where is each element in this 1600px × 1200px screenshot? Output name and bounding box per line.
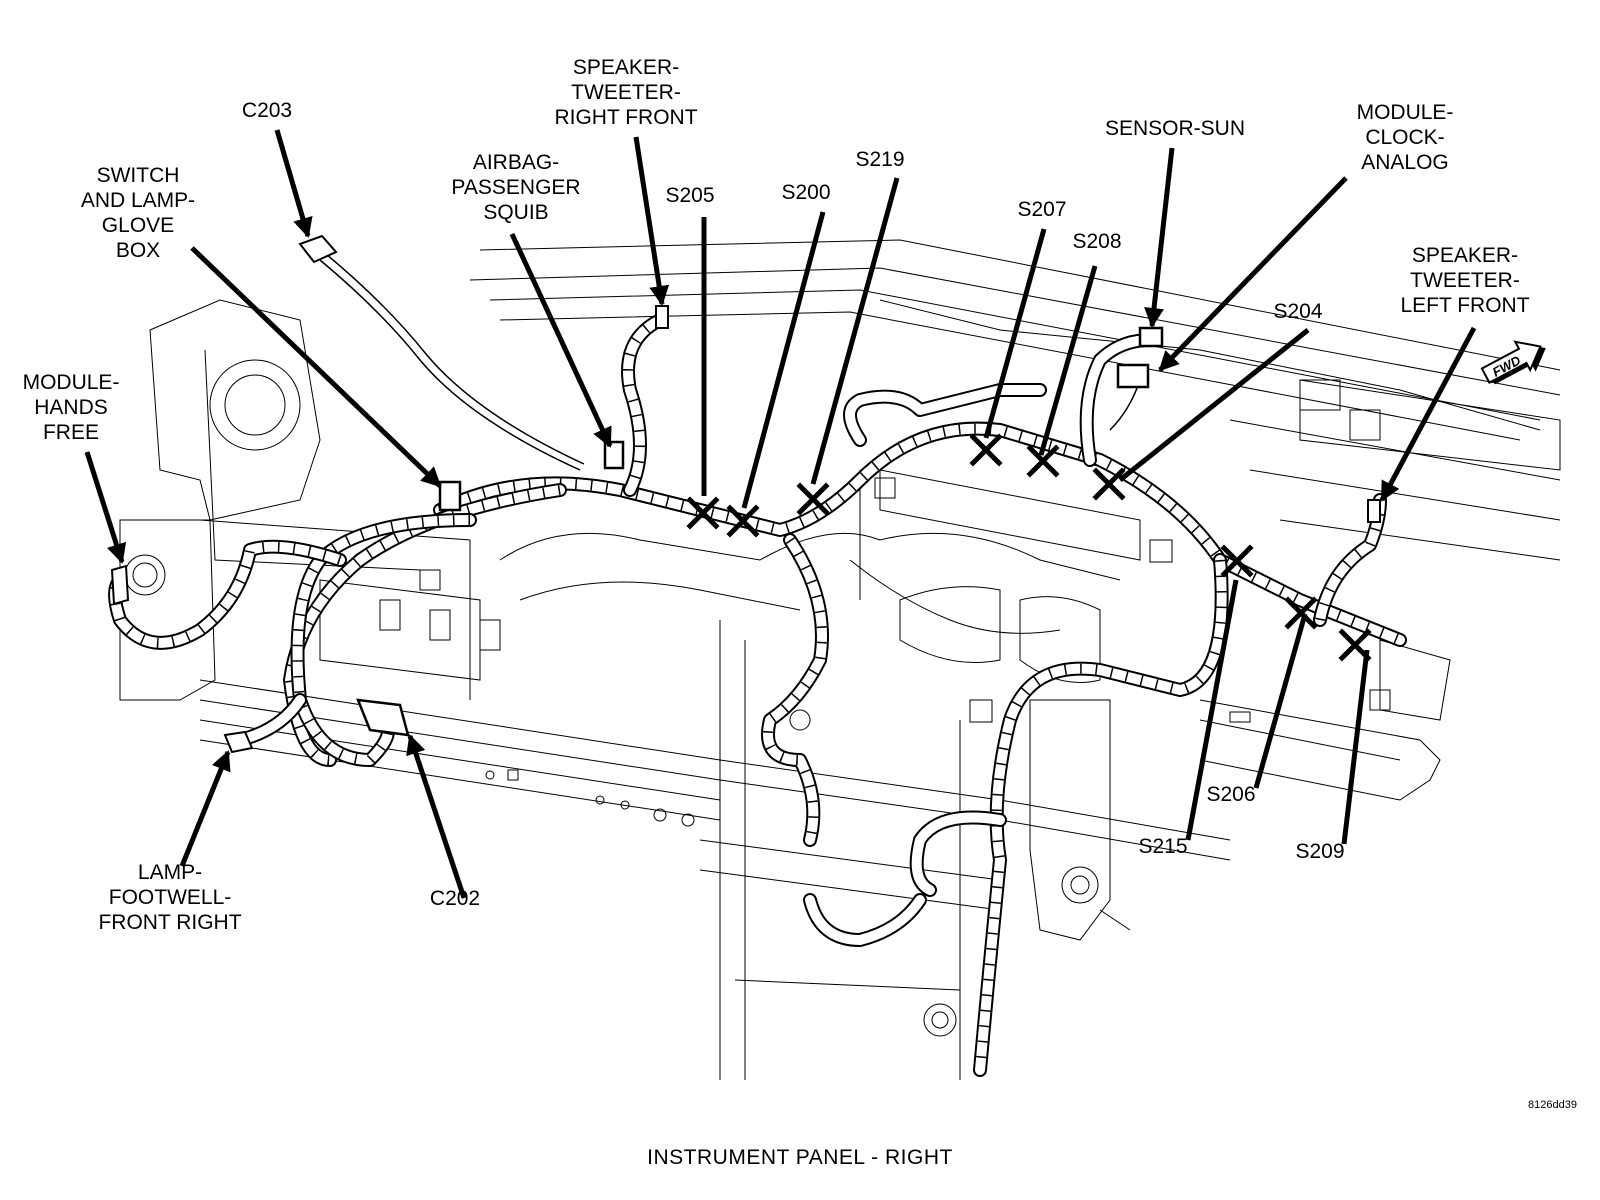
figure-code: 8126dd39 [1528, 1099, 1577, 1111]
label-s204: S204 [1273, 300, 1323, 323]
connector-lamp-footwell [223, 730, 254, 754]
connector-c202 [356, 698, 410, 737]
connector-module-clock-analog [1116, 363, 1150, 389]
wiring-harness [108, 253, 1407, 1077]
connector-tweeter-right-front [655, 305, 669, 329]
label-switch-and-lamp-glove-box: SWITCH AND LAMP- GLOVE BOX [80, 164, 196, 262]
splice-mark-s206 [1284, 596, 1318, 630]
splice-mark-s207 [969, 433, 1003, 467]
label-speaker-tweeter-left-front: SPEAKER- TWEETER- LEFT FRONT [1400, 244, 1530, 317]
label-s208: S208 [1072, 230, 1122, 253]
label-sensor-sun: SENSOR-SUN [1104, 117, 1246, 140]
label-s209: S209 [1295, 840, 1345, 863]
splice-mark-s204 [1092, 467, 1126, 501]
splice-markers [686, 433, 1372, 662]
forward-arrow-icon: FWD [1480, 340, 1546, 385]
splice-mark-s215 [1220, 544, 1254, 578]
label-airbag-passenger-squib: AIRBAG- PASSENGER SQUIB [451, 151, 581, 224]
connector-glove-box-switch [438, 480, 462, 512]
splice-mark-s200 [726, 504, 760, 538]
leader-lines [84, 129, 1477, 899]
label-s219: S219 [855, 148, 905, 171]
label-s207: S207 [1017, 198, 1067, 221]
label-lamp-footwell-front-right: LAMP- FOOTWELL- FRONT RIGHT [98, 861, 242, 934]
label-module-hands-free: MODULE- HANDS FREE [22, 371, 120, 444]
connector-tweeter-left-front [1367, 499, 1381, 523]
connector-airbag-squib [603, 440, 625, 470]
label-s205: S205 [665, 184, 715, 207]
instrument-panel-structure [119, 239, 1561, 1080]
splice-mark-s208 [1026, 444, 1060, 478]
connector-c203 [298, 234, 338, 264]
label-s206: S206 [1206, 783, 1256, 806]
splice-mark-s205 [686, 496, 720, 530]
label-s215: S215 [1138, 835, 1188, 858]
diagram-title: INSTRUMENT PANEL - RIGHT [647, 1146, 953, 1169]
splice-mark-s209 [1338, 628, 1372, 662]
connector-hands-free [110, 564, 130, 606]
label-speaker-tweeter-right-front: SPEAKER- TWEETER- RIGHT FRONT [554, 56, 698, 129]
label-c203: C203 [241, 99, 293, 122]
connector-sensor-sun [1138, 326, 1164, 348]
splice-mark-s219 [796, 482, 830, 516]
label-s200: S200 [781, 181, 831, 204]
label-c202: C202 [429, 887, 481, 910]
label-module-clock-analog: MODULE- CLOCK- ANALOG [1356, 101, 1454, 174]
